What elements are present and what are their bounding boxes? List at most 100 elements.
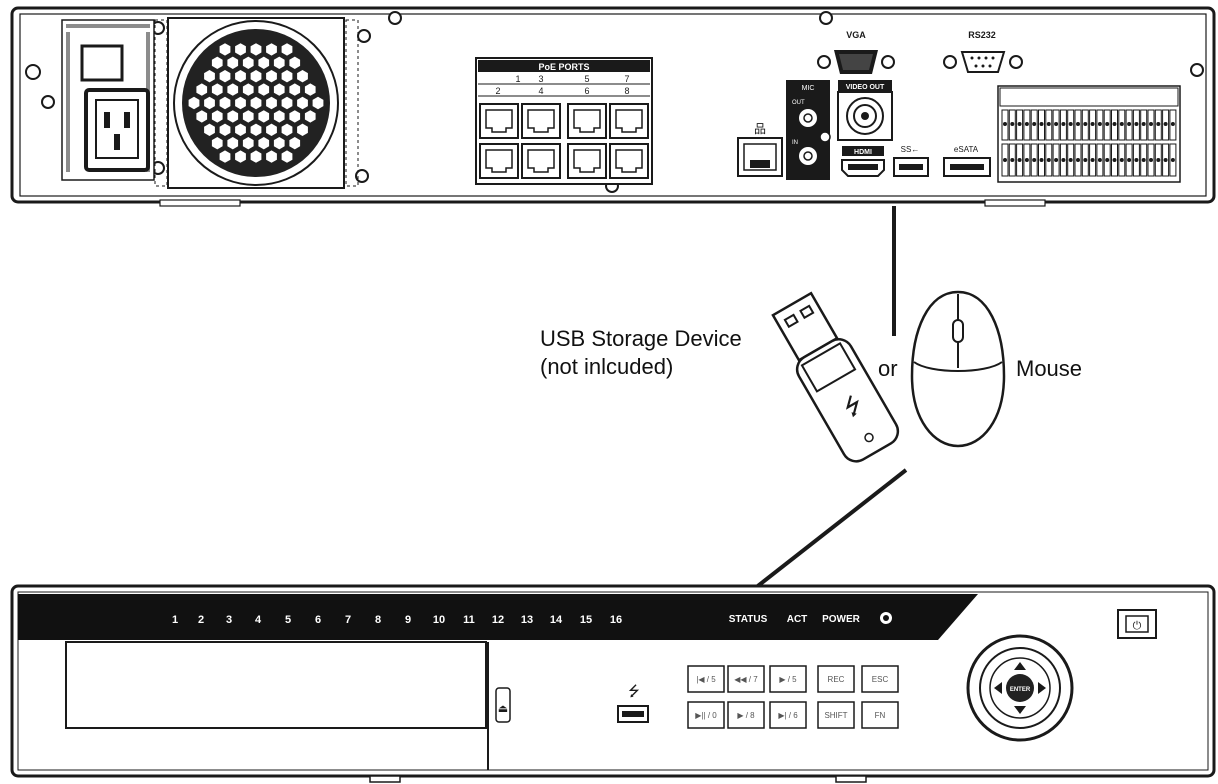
channel-led-label: 14 <box>550 614 563 626</box>
channel-led-label: 3 <box>226 614 232 626</box>
channel-led-label: 10 <box>433 614 445 626</box>
front-panel-button[interactable] <box>769 665 807 693</box>
front-panel-button-label: ESC <box>872 675 889 684</box>
fan-hole <box>242 83 254 96</box>
rs232-port-icon: RS232 <box>943 30 1023 73</box>
fan-hole <box>281 96 293 110</box>
channel-led-label: 12 <box>492 614 504 626</box>
fan-hole <box>281 70 293 83</box>
channel-led-label: 11 <box>463 614 475 626</box>
usb-storage-label: USB Storage Device <box>540 326 742 351</box>
front-panel-button[interactable] <box>727 701 765 729</box>
fan-hole <box>235 43 246 56</box>
channel-led-label: 16 <box>610 614 622 626</box>
fan-hole <box>312 96 324 110</box>
mouse-icon <box>910 290 1006 448</box>
fan-hole <box>281 150 293 163</box>
fan-hole <box>211 137 223 150</box>
fan-hole <box>250 96 262 110</box>
fan-hole <box>204 70 215 83</box>
fan-hole <box>204 123 215 136</box>
fan-hole <box>204 96 215 110</box>
act-led-label: ACT <box>787 614 808 625</box>
front-panel-button[interactable] <box>817 665 855 693</box>
fan-hole <box>235 123 246 136</box>
fan-hole <box>227 110 239 123</box>
front-panel-button[interactable] <box>861 665 899 693</box>
fan-hole <box>188 96 200 110</box>
fan-hole <box>266 123 277 136</box>
front-panel-button[interactable] <box>687 665 725 693</box>
channel-led-label: 5 <box>285 614 291 626</box>
fan-hole <box>289 137 301 150</box>
fan-hole <box>273 137 285 150</box>
front-panel-button[interactable] <box>817 701 855 729</box>
fan-hole <box>211 110 223 123</box>
front-panel-button[interactable] <box>769 701 807 729</box>
lan-port-icon: 品 <box>737 122 783 177</box>
mic-in-label: IN <box>792 140 798 146</box>
fan-hole <box>250 43 262 56</box>
esata-label: eSATA <box>954 145 979 154</box>
front-panel-button-label: ▶| / 6 <box>778 711 798 720</box>
fan-hole <box>273 110 285 123</box>
mic-block: MIC OUT IN <box>786 80 831 180</box>
front-panel-button-label: ▶|| / 0 <box>695 711 717 720</box>
fan-hole <box>266 43 277 56</box>
video-out-label: VIDEO OUT <box>846 84 885 91</box>
mic-out-label: OUT <box>792 100 805 106</box>
fan-hole <box>227 83 239 96</box>
front-panel-button[interactable] <box>727 665 765 693</box>
front-panel-button[interactable] <box>861 701 899 729</box>
poe-title: PoE PORTS <box>538 62 589 72</box>
channel-led-label: 2 <box>198 614 204 626</box>
power-led-label: POWER <box>822 614 861 625</box>
eject-icon <box>495 687 511 723</box>
svg-text:⭍: ⭍ <box>628 683 640 699</box>
usb-storage-note: (not inlcuded) <box>540 354 674 379</box>
power-socket <box>61 19 155 181</box>
front-indicator-bar <box>18 594 978 640</box>
alarm-terminal-block <box>997 85 1181 183</box>
poe-ports: PoE PORTS 1 3 5 7 2 4 6 8 <box>475 57 653 185</box>
rj45-port-icon <box>479 103 649 179</box>
channel-led-label: 4 <box>255 614 262 626</box>
fan-hole <box>258 83 270 96</box>
front-panel-button-label: ◀◀ / 7 <box>734 675 758 684</box>
poe-port-number: 4 <box>538 86 543 96</box>
fan-hole <box>281 123 293 136</box>
fan-hole <box>219 96 231 110</box>
fan-hole <box>235 150 246 163</box>
channel-led-label: 1 <box>172 614 178 626</box>
fan-hole <box>211 56 223 69</box>
enter-label: ENTER <box>1010 687 1031 693</box>
hdmi-port-icon: HDMI <box>841 146 885 177</box>
channel-led-label: 6 <box>315 614 321 626</box>
usb-storage-device-icon: ⭍ <box>771 291 900 463</box>
channel-led-label: 15 <box>580 614 592 626</box>
video-out-port-icon: VIDEO OUT <box>837 80 893 141</box>
usb3-label: SS← <box>901 145 920 154</box>
channel-led-label: 13 <box>521 614 533 626</box>
vga-port-icon: VGA <box>817 30 895 74</box>
fan-hole <box>273 56 285 69</box>
fan-hole <box>289 110 301 123</box>
fan-hole <box>266 96 277 110</box>
fan-icon: /* placeholder */ <box>154 17 359 189</box>
fan-hole <box>250 123 262 136</box>
fan-hole <box>281 43 293 56</box>
hdmi-label: HDMI <box>854 149 872 156</box>
status-led-label: STATUS <box>729 614 768 625</box>
fan-hole <box>235 96 246 110</box>
or-label: or <box>878 356 898 381</box>
fan-hole <box>250 70 262 83</box>
front-panel-button[interactable] <box>687 701 725 729</box>
vga-label: VGA <box>846 30 866 40</box>
fan-hole <box>242 110 254 123</box>
channel-led-label: 7 <box>345 614 351 626</box>
fan-hole <box>219 123 231 136</box>
fan-hole <box>297 70 308 83</box>
fan-hole <box>266 150 277 163</box>
front-panel-button-label: REC <box>828 675 845 684</box>
